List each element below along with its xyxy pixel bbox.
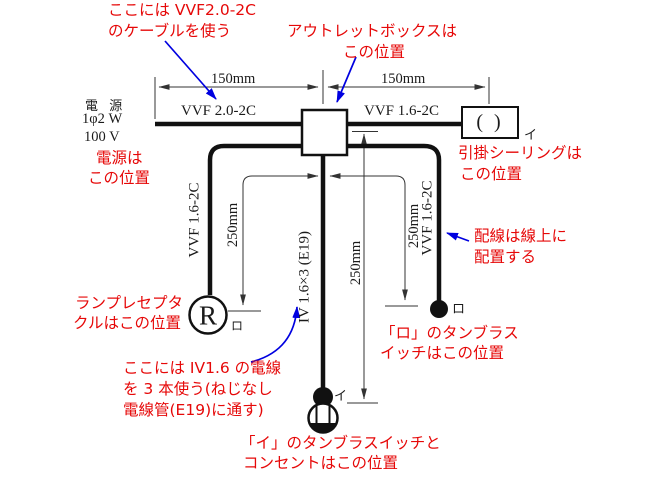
cable-label-vvf16-right: VVF 1.6-2C [419, 180, 436, 256]
cable-label-vvf16-left: VVF 1.6-2C [186, 182, 203, 258]
arrow-to-outlet-box [336, 56, 357, 103]
note-switch-i-line2: コンセントはこの位置 [243, 454, 399, 472]
cable-label-iv-conduit: IV 1.6×3 (E19) [296, 231, 313, 323]
switch-i-dot [313, 387, 333, 407]
note-iv-line2: を 3 本使う(ねじなし [123, 380, 273, 398]
switch-ro-tag: ロ [452, 301, 466, 316]
note-switch-ro-line2: イッチはこの位置 [380, 344, 505, 362]
dim-label-150-left: 150mm [211, 71, 256, 87]
left-branch-cable-vvf16 [207, 143, 303, 295]
note-outlet-box-line1: アウトレットボックスは [287, 22, 458, 40]
pointer-arrows [164, 40, 470, 363]
cable-label-vvf16-top: VVF 1.6-2C [364, 103, 440, 119]
outlet-box [300, 108, 349, 157]
note-wiring-line2: 配置する [474, 248, 537, 266]
note-switch-ro-line1: 「ロ」のタンブラス [380, 324, 519, 342]
note-receptacle-line1: ランプレセプタ [75, 294, 184, 312]
power-voltage-label: 100 V [84, 129, 120, 145]
lamp-receptacle-letter: R [198, 300, 218, 331]
power-phase-label: 1φ2 W [82, 111, 123, 127]
note-vvf20-line2: のケーブルを使う [108, 22, 232, 40]
power-source-label: 電 源 [85, 98, 127, 113]
cable-label-vvf20: VVF 2.0-2C [181, 103, 257, 119]
note-power-line1: 電源は [96, 149, 143, 167]
dimension-lines [154, 70, 490, 404]
note-iv-line3: 電線管(E19)に通す) [123, 401, 264, 419]
note-iv-line1: ここには IV1.6 の電線 [123, 359, 282, 377]
note-power-line2: この位置 [88, 169, 151, 187]
arrow-to-vvf20-label [164, 40, 217, 100]
note-wiring-line1: 配線は線上に [474, 227, 568, 245]
ceiling-tag: イ [524, 127, 538, 142]
arrow-to-right-cable [446, 232, 470, 242]
note-switch-i-line1: 「イ」のタンブラスイッチと [240, 434, 441, 452]
lamp-receptacle-circle [188, 295, 228, 335]
cables [155, 121, 463, 388]
outlet-symbol [307, 402, 339, 434]
receptacle-tag: ロ [231, 319, 244, 333]
note-ceiling-line1: 引掛シーリングは [458, 144, 583, 162]
dim-label-150-right: 150mm [381, 71, 426, 87]
dim-leader-250-right [329, 173, 408, 301]
arrow-to-iv-conduit [250, 306, 301, 363]
ceiling-rose-box [461, 106, 519, 139]
dim-leader-250-left [240, 173, 319, 306]
right-branch-cable-vvf16 [346, 143, 442, 301]
switch-i-tag: イ [334, 388, 348, 403]
note-vvf20-line1: ここには VVF2.0-2C [108, 1, 256, 19]
switch-ro-dot [430, 300, 448, 318]
note-receptacle-line2: クルはこの位置 [73, 314, 182, 332]
dim-label-250-left: 250mm [224, 202, 241, 248]
note-outlet-box-line2: この位置 [343, 43, 406, 61]
ceiling-rose-glyph: ( ) [476, 111, 504, 133]
note-ceiling-line2: この位置 [460, 165, 523, 183]
dim-label-250-center: 250mm [347, 240, 364, 286]
